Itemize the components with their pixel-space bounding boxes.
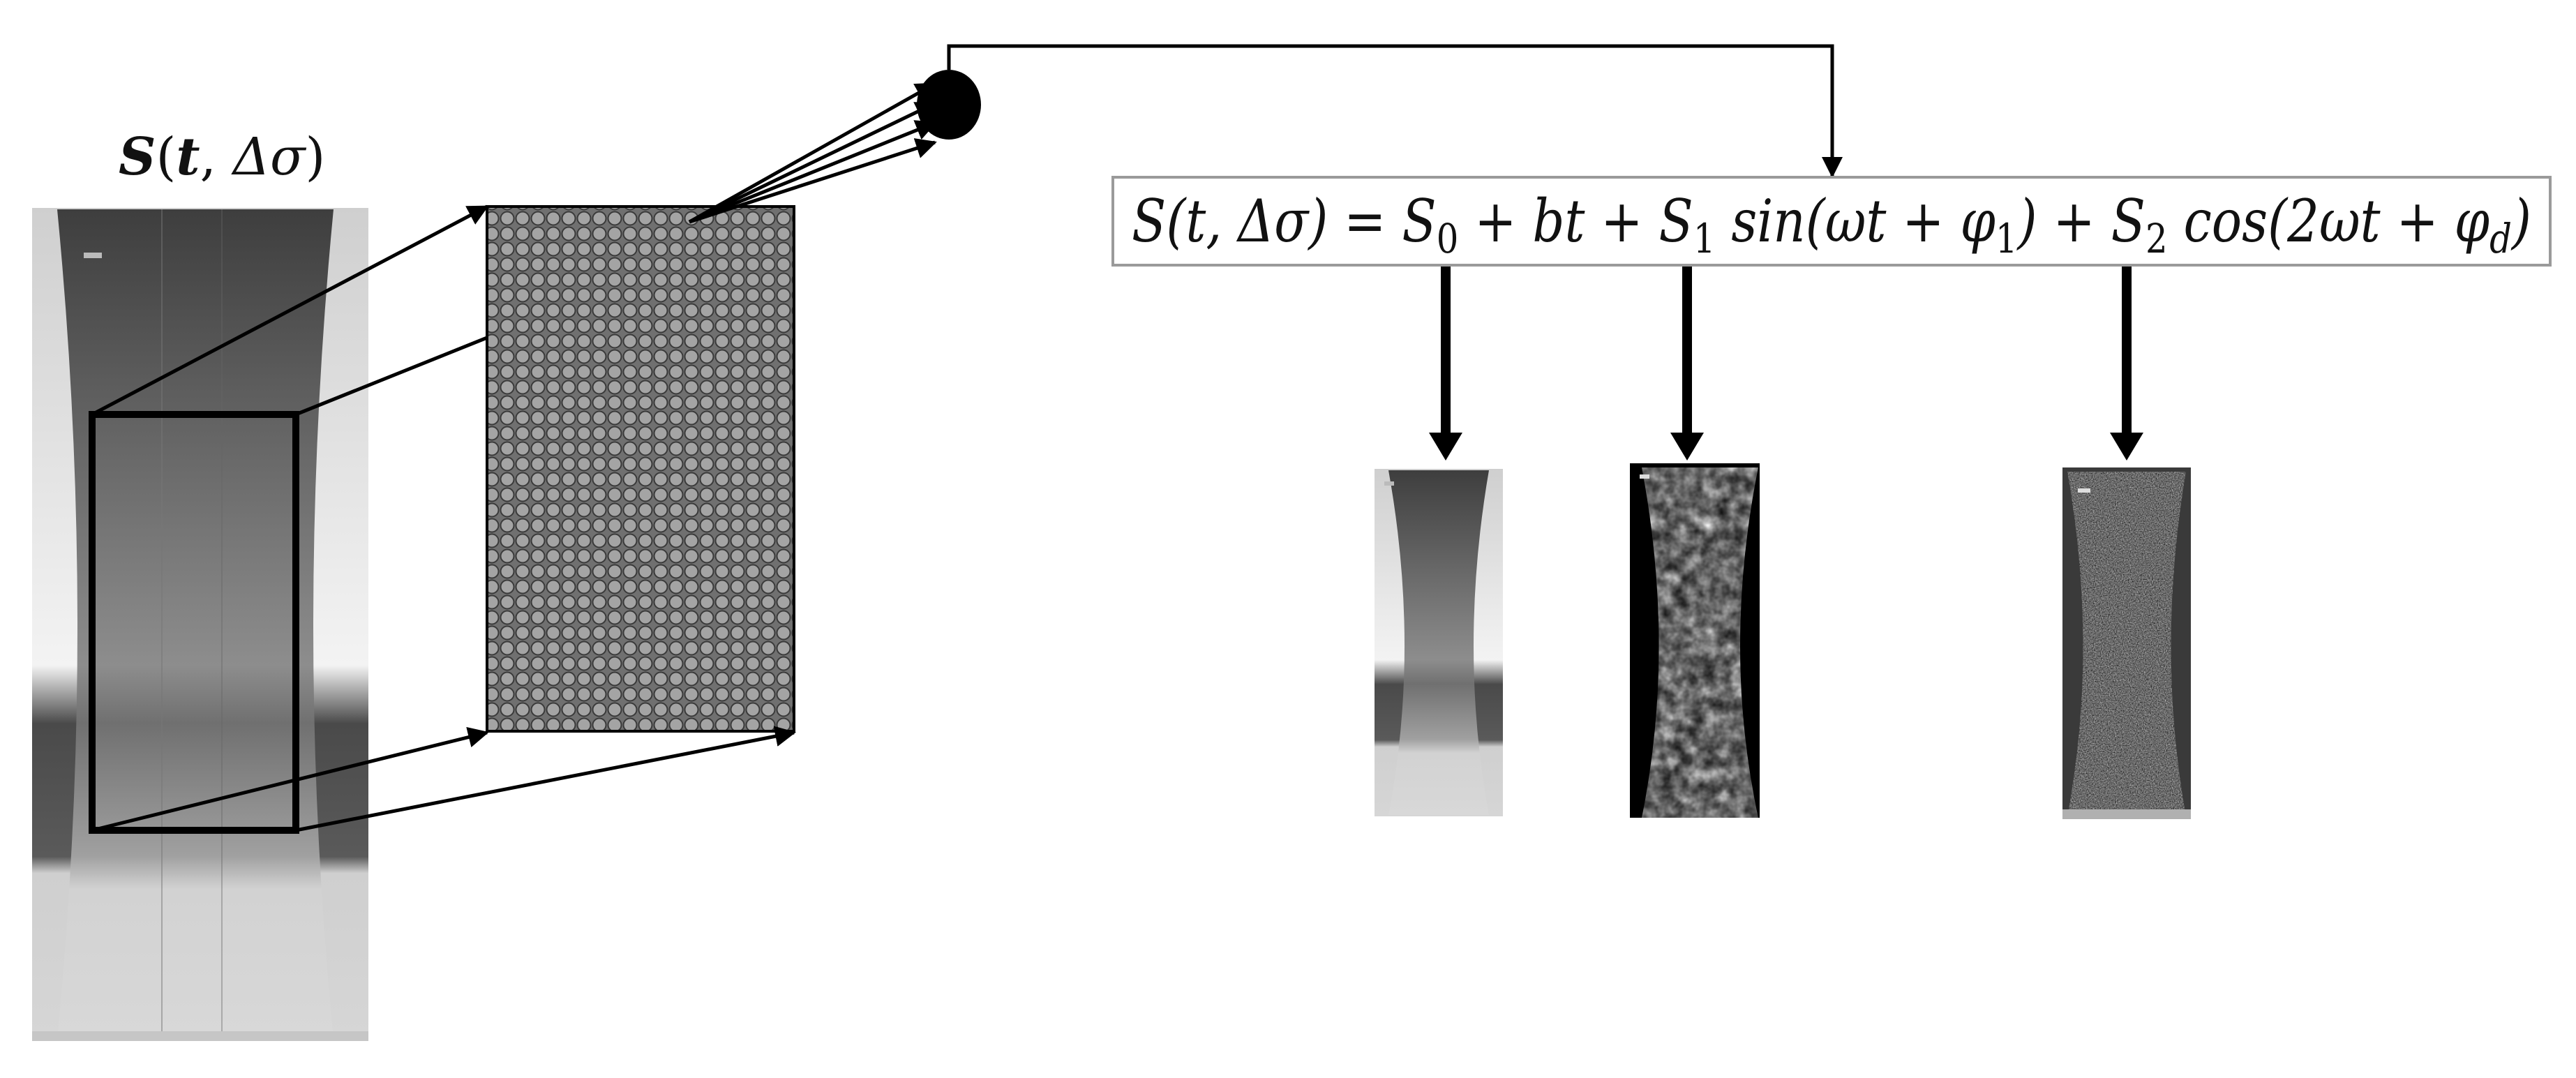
source-label-open: ( [156, 127, 176, 187]
equation-term-s0: S [1402, 187, 1436, 255]
output-image-s0 [1375, 469, 1503, 816]
zoom-projection-lines [91, 204, 796, 832]
source-label-t: t [176, 127, 200, 187]
equation-term-s1: S [1659, 187, 1693, 255]
equation-box [1111, 176, 2552, 267]
equation-sub-phid: d [2489, 215, 2512, 262]
equation-bt: + bt + [1458, 187, 1658, 255]
equation-lhs: S(t, Δσ) = [1132, 187, 1402, 255]
node-to-equation-connector [947, 44, 1843, 178]
source-label-comma: , [200, 127, 233, 187]
decomposition-equation: S(t, Δσ) = S0 + bt + S1 sin(ωt + φ1) + S… [1132, 187, 2531, 262]
equation-cos-part: cos(2ωt + φ [2168, 187, 2490, 255]
equation-sub-phi1: 1 [1995, 215, 2018, 262]
source-signal-label: S(t, Δσ) [119, 127, 325, 187]
aggregation-node [917, 70, 981, 140]
source-specimen-image [32, 208, 368, 1041]
equation-sub-1: 1 [1693, 215, 1716, 262]
pixel-to-node-arrows [688, 82, 937, 224]
equation-close-1: ) + [2016, 187, 2111, 255]
source-label-close: ) [306, 127, 326, 187]
pixel-grid-zoom [486, 205, 795, 733]
equation-term-s2: S [2111, 187, 2146, 255]
output-arrows [1441, 267, 2132, 440]
output-image-s1 [1630, 463, 1760, 818]
equation-sin-part: sin(ωt + φ [1715, 187, 1995, 255]
equation-sub-2: 2 [2146, 215, 2168, 262]
output-arrowheads [1429, 433, 2143, 461]
source-label-s: S [119, 127, 156, 187]
output-image-s2 [2062, 467, 2191, 819]
source-label-delta-sigma: Δσ [231, 127, 307, 187]
equation-sub-0: 0 [1437, 215, 1459, 262]
equation-close-2: ) [2510, 187, 2531, 255]
region-of-interest-box [89, 411, 299, 834]
